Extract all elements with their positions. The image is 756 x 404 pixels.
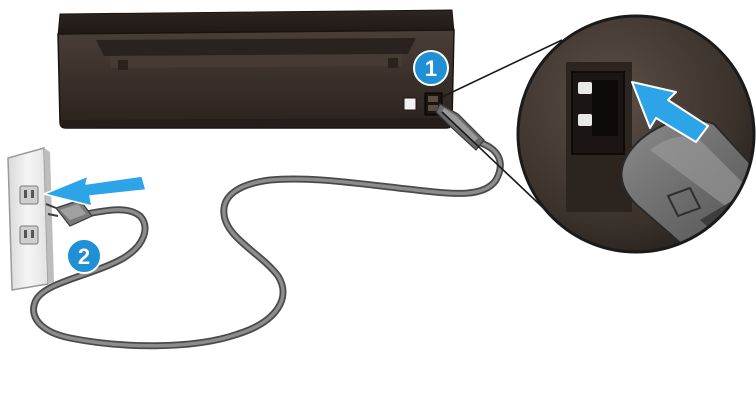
zoomed-power-port: [518, 16, 756, 290]
step-2-badge: 2: [67, 239, 101, 273]
step-2-number: 2: [78, 244, 90, 269]
step-1-badge: 1: [414, 51, 448, 85]
power-cord: [34, 142, 501, 346]
wall-outlet: [8, 148, 54, 290]
outlet-insert-arrow: [44, 176, 146, 206]
printer: [58, 10, 454, 128]
step-1-number: 1: [425, 56, 437, 81]
